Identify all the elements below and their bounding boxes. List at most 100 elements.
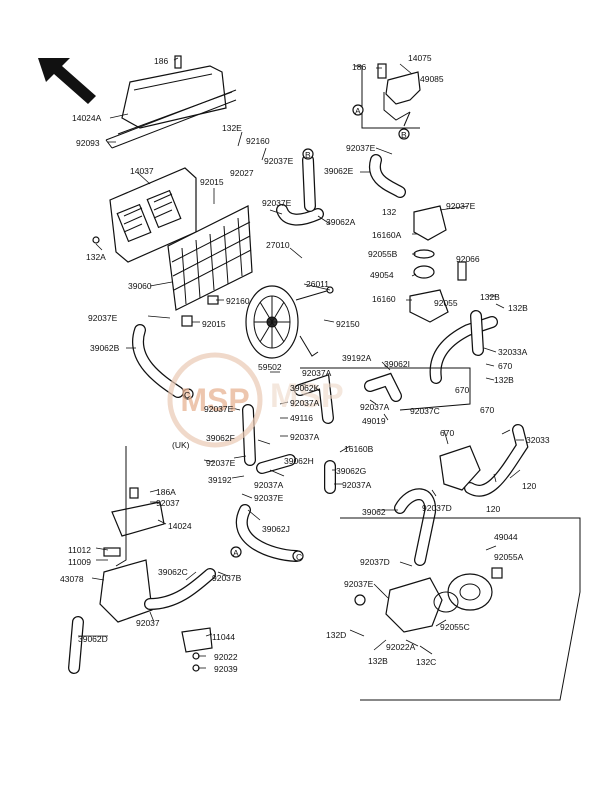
part-label-39062B: 39062B [90, 343, 120, 353]
ref-marker-A: A [233, 548, 239, 558]
part-label-92037: 92037 [156, 498, 180, 508]
front-direction-arrow-icon [38, 58, 96, 104]
part-label-92039: 92039 [214, 664, 238, 674]
part-label-186A: 186A [156, 487, 176, 497]
coolant-reservoir [99, 487, 165, 623]
part-label-39192: 39192 [208, 475, 232, 485]
part-label-92037A: 92037A [342, 480, 372, 490]
part-label-11009: 11009 [68, 557, 92, 567]
part-label-39062H: 39062H [284, 456, 314, 466]
part-label-92055A: 92055A [494, 552, 524, 562]
part-label-92037A: 92037A [290, 432, 320, 442]
part-label-14075: 14075 [408, 53, 432, 63]
part-label-32033A: 32033A [498, 347, 528, 357]
part-label-92037D: 92037D [422, 503, 452, 513]
part-label-16160B: 16160B [344, 444, 374, 454]
part-label-92037B: 92037B [212, 573, 242, 583]
part-label-132C: 132C [416, 657, 437, 667]
part-label-92037E: 92037E [446, 201, 476, 211]
part-label-92037: 92037 [136, 618, 160, 628]
part-label-92160: 92160 [246, 136, 270, 146]
ref-marker-B: B [401, 130, 407, 140]
part-label-132A: 132A [86, 252, 106, 262]
part-label-59502: 59502 [258, 362, 282, 372]
part-label-39062: 39062 [362, 507, 386, 517]
part-label-26011: 26011 [306, 279, 330, 289]
part-label-132B: 132B [508, 303, 528, 313]
thermostat-housing [409, 205, 467, 323]
part-label-92037A: 92037A [302, 368, 332, 378]
part-label-132D: 132D [326, 630, 347, 640]
part-label-39062F: 39062F [206, 433, 235, 443]
part-label-92037E: 92037E [88, 313, 118, 323]
part-label-11012: 11012 [68, 545, 92, 555]
part-label-186: 186 [154, 56, 169, 66]
part-label-120: 120 [486, 504, 501, 514]
part-label-16160: 16160 [372, 294, 396, 304]
ref-marker-A: A [355, 106, 361, 116]
ref-marker-B: B [305, 150, 311, 160]
part-label-39062E: 39062E [324, 166, 354, 176]
part-label-132E: 132E [222, 123, 242, 133]
part-label-27010: 27010 [266, 240, 290, 250]
part-label-132: 132 [382, 207, 397, 217]
part-label-49019: 49019 [362, 416, 386, 426]
part-label-92037E: 92037E [264, 156, 294, 166]
part-label-92037E: 92037E [206, 458, 236, 468]
part-label-92066: 92066 [456, 254, 480, 264]
part-label-39062G: 39062G [336, 466, 367, 476]
part-label-92160: 92160 [226, 296, 250, 306]
part-label-39062J: 39062J [262, 524, 290, 534]
part-label-14024: 14024 [168, 521, 192, 531]
part-label-92093: 92093 [76, 138, 100, 148]
part-label-92055: 92055 [434, 298, 458, 308]
part-label-92037E: 92037E [262, 198, 292, 208]
part-label-120: 120 [522, 481, 537, 491]
part-label-39062A: 39062A [326, 217, 356, 227]
ref-marker-C: C [184, 390, 191, 400]
part-label-49085: 49085 [420, 74, 444, 84]
part-label-132B: 132B [480, 292, 500, 302]
part-label-92055C: 92055C [440, 622, 470, 632]
part-label-92037E: 92037E [254, 493, 284, 503]
part-label-43078: 43078 [60, 574, 84, 584]
part-label-39062D: 39062D [78, 634, 108, 644]
ref-marker-C: C [296, 552, 303, 562]
water-pump [385, 567, 503, 633]
part-label-39062I: 39062I [384, 359, 410, 369]
part-label-670: 670 [498, 361, 513, 371]
part-label-32033: 32033 [526, 435, 550, 445]
part-label-132B: 132B [494, 375, 514, 385]
part-label-14024A: 14024A [72, 113, 102, 123]
radiator-core [167, 205, 253, 327]
part-label-39060: 39060 [128, 281, 152, 291]
part-label-92037C: 92037C [410, 406, 440, 416]
part-label-11044: 11044 [212, 632, 236, 642]
part-label-92037D: 92037D [360, 557, 390, 567]
part-label-670: 670 [440, 428, 455, 438]
part-label-132B: 132B [368, 656, 388, 666]
region-label-uk: (UK) [172, 440, 190, 450]
part-label-39062K: 39062K [290, 383, 320, 393]
part-label-92022: 92022 [214, 652, 238, 662]
part-label-14037: 14037 [130, 166, 154, 176]
part-label-92015: 92015 [202, 319, 226, 329]
part-label-92022A: 92022A [386, 642, 416, 652]
radiator-upper-cover [105, 55, 237, 149]
part-label-92037E: 92037E [346, 143, 376, 153]
part-label-92037A: 92037A [290, 398, 320, 408]
part-label-92027: 92027 [230, 168, 254, 178]
part-label-49044: 49044 [494, 532, 518, 542]
part-label-39192A: 39192A [342, 353, 372, 363]
part-label-39062C: 39062C [158, 567, 188, 577]
part-label-670: 670 [480, 405, 495, 415]
part-label-49054: 49054 [370, 270, 394, 280]
part-label-670: 670 [455, 385, 470, 395]
part-label-92150: 92150 [336, 319, 360, 329]
part-label-49116: 49116 [290, 413, 314, 423]
part-label-92015: 92015 [200, 177, 224, 187]
cooling-fan [245, 285, 334, 359]
part-label-92037E: 92037E [204, 404, 234, 414]
leader-lines [78, 57, 524, 669]
